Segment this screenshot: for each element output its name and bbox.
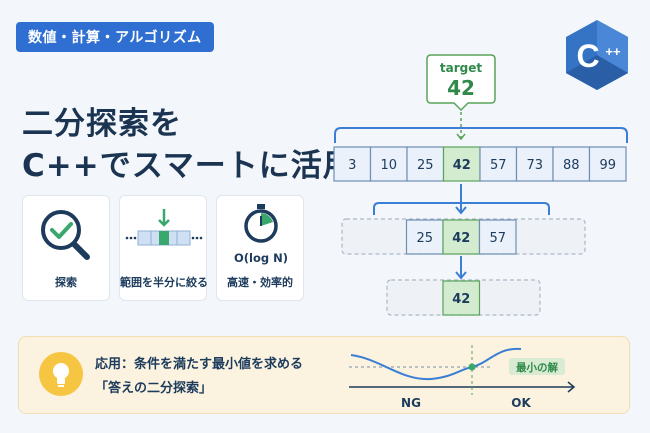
- array-cell: [405, 219, 444, 255]
- category-tag: 数値・計算・アルゴリズム: [16, 22, 214, 52]
- target-value: 42: [447, 76, 475, 100]
- feature-label-speed: 高速・効率的: [227, 276, 293, 289]
- feature-label-halving: 範囲を半分に絞る: [120, 276, 208, 289]
- application-line2: 「答えの二分探索」: [95, 381, 213, 396]
- application-line1: 応用：条件を満たす最小値を求める: [95, 357, 304, 372]
- target-label: target: [440, 61, 482, 75]
- array-cell-value: 73: [526, 158, 543, 173]
- array-cell: [442, 146, 481, 182]
- array-cell-value: 42: [452, 292, 470, 307]
- feature-card-search: 探索: [22, 195, 110, 301]
- array-cell-value: 88: [563, 158, 580, 173]
- array-cell: [588, 146, 627, 182]
- half-range-icon: [125, 209, 203, 246]
- logo-plus: ++: [605, 44, 621, 59]
- array-cell-value: 42: [453, 158, 471, 173]
- array-cell-value: 10: [380, 158, 397, 173]
- magnifier-check-icon: [41, 210, 90, 260]
- ok-label: OK: [511, 396, 531, 410]
- array-cell: [406, 146, 445, 182]
- array-cell: [479, 146, 518, 182]
- feature-card-speed: O(log N) 高速・効率的: [216, 195, 304, 301]
- stopwatch-icon: O(log N): [234, 204, 288, 265]
- cpp-logo-icon: C ++: [566, 20, 628, 90]
- array-cell-value: 25: [416, 231, 433, 246]
- array-cell: [515, 146, 554, 182]
- feature-label-search: 探索: [55, 276, 77, 289]
- complexity-formula: O(log N): [234, 251, 288, 265]
- array-cell-value: 25: [417, 158, 434, 173]
- array-cell: [442, 219, 481, 255]
- array-cell: [369, 146, 408, 182]
- array-cell-value: 3: [348, 158, 356, 173]
- logo-letter: C: [576, 38, 599, 74]
- min-solution-label: 最小の解: [516, 361, 558, 374]
- application-panel: 応用：条件を満たす最小値を求める 「答えの二分探索」 最小の解 NG OK: [18, 336, 630, 414]
- array-cell-value: 57: [490, 158, 507, 173]
- array-cell-value: 99: [599, 158, 616, 173]
- array-cell: [442, 280, 481, 316]
- lightbulb-icon: [39, 352, 83, 396]
- page-title-line1: 二分探索を: [22, 106, 182, 142]
- page-title-line2: C++でスマートに活用: [22, 148, 355, 184]
- array-cell-value: 42: [452, 231, 470, 246]
- feature-card-halving: 範囲を半分に絞る: [119, 195, 208, 301]
- answer-search-chart: 最小の解 NG OK: [349, 345, 576, 410]
- array-cell: [478, 219, 517, 255]
- array-cell-value: 57: [489, 231, 506, 246]
- ng-label: NG: [401, 396, 421, 410]
- array-cell: [333, 146, 372, 182]
